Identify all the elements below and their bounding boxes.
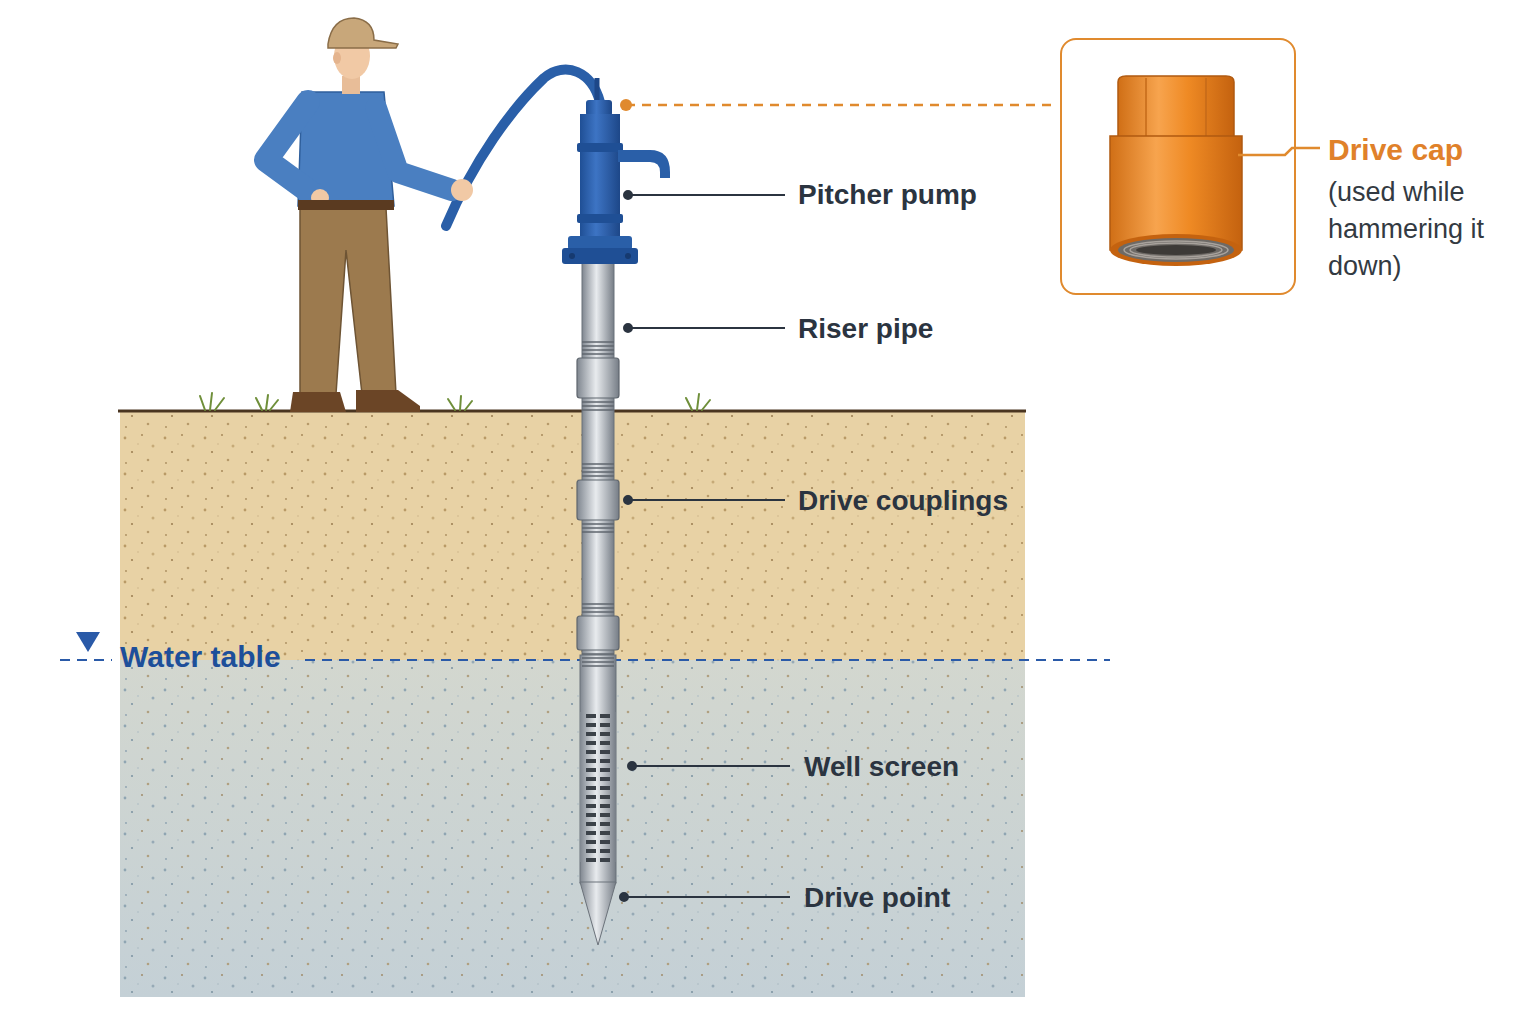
pipe-threads (582, 665, 614, 667)
drive-coupling (577, 358, 619, 398)
drive-cap (1205, 78, 1207, 138)
leader-lines (628, 499, 785, 501)
pitcher-pump (625, 253, 631, 259)
pipe-threads (582, 341, 614, 343)
drive-cap (1124, 241, 1228, 259)
pipe-threads (582, 523, 614, 525)
pipe-threads (582, 349, 614, 351)
pipe-threads (582, 471, 614, 473)
water-table-line (60, 659, 112, 661)
drive-cap (1130, 243, 1222, 257)
riser-pipe (580, 882, 616, 945)
callout-leader (620, 99, 632, 111)
drive-cap (1136, 245, 1216, 255)
callout-leader (626, 104, 1058, 107)
leader-lines (624, 496, 632, 504)
pipe-threads (582, 611, 614, 613)
person (290, 392, 346, 412)
leader-lines (628, 327, 785, 329)
pipe-threads (582, 467, 614, 469)
grass-tufts (686, 394, 710, 410)
leader-lines (628, 194, 785, 196)
pipe-threads (582, 603, 614, 605)
callout-leader (620, 99, 1058, 111)
grass-tufts (200, 393, 710, 410)
grass-tufts (200, 393, 224, 410)
ground (118, 410, 1026, 997)
person (333, 52, 341, 64)
drive-coupling (577, 616, 619, 650)
person (300, 208, 396, 394)
pitcher-pump (577, 143, 623, 152)
drive-coupling (577, 358, 619, 650)
drive-cap (1118, 238, 1234, 262)
person (266, 102, 318, 198)
drive-cap (1110, 234, 1242, 266)
part-label: Water table (120, 640, 281, 674)
person (328, 18, 398, 48)
drive-cap (1118, 76, 1234, 138)
drive-cap-illustration (1060, 38, 1296, 295)
riser-pipe (582, 262, 614, 662)
pitcher-pump (562, 248, 638, 264)
drive-cap (1110, 136, 1242, 250)
pitcher-pump (618, 150, 670, 178)
grass-tufts (256, 395, 278, 410)
riser-pipe (580, 655, 616, 883)
leader-lines (624, 191, 632, 199)
drive-cap (1110, 76, 1242, 266)
water-table-line (305, 659, 1110, 661)
leader-lines (624, 324, 632, 332)
water-table-line (76, 632, 100, 652)
ground (120, 410, 1025, 660)
part-label: Drive couplings (798, 484, 1008, 518)
drive-coupling (577, 480, 619, 520)
person (356, 390, 420, 412)
pipe-threads (582, 607, 614, 609)
person (266, 18, 473, 412)
leader-lines (632, 765, 790, 767)
leader-lines (628, 762, 636, 770)
pipe-threads (582, 475, 614, 477)
callout-note: (used while hammering it down) (1328, 174, 1488, 285)
pipe-threads (582, 653, 614, 655)
leader-lines (624, 896, 790, 898)
callout-title: Drive cap (1328, 132, 1528, 168)
ground (120, 410, 1025, 660)
leader-lines (620, 191, 790, 901)
pipe-threads (582, 661, 614, 663)
pitcher-pump (586, 100, 612, 116)
pipe-threads (582, 657, 614, 659)
pitcher-pump (569, 253, 575, 259)
pipe-threads (582, 409, 614, 411)
pipe-threads (582, 345, 614, 347)
person (451, 179, 473, 201)
pitcher-pump (446, 70, 670, 264)
pipe-threads (582, 463, 614, 465)
leader-lines (620, 893, 628, 901)
pitcher-pump (446, 70, 600, 226)
ground (120, 660, 1025, 997)
part-label: Riser pipe (798, 312, 933, 346)
part-label: Drive point (804, 881, 950, 915)
pitcher-pump (577, 214, 623, 223)
pipe-threads (582, 353, 614, 355)
part-label: Well screen (804, 750, 959, 784)
pipe-threads (582, 405, 614, 407)
riser-pipe (580, 712, 616, 862)
grass-tufts (448, 396, 472, 410)
person (376, 108, 452, 190)
drive-cap (1145, 78, 1147, 138)
pipe-threads (582, 531, 614, 533)
ground (120, 660, 1025, 997)
pitcher-pump (568, 236, 632, 250)
pitcher-pump (580, 114, 620, 252)
ground (118, 410, 1026, 413)
pipe-threads (582, 401, 614, 403)
pipe-threads (582, 527, 614, 529)
person (298, 200, 394, 210)
part-label: Pitcher pump (798, 178, 977, 212)
